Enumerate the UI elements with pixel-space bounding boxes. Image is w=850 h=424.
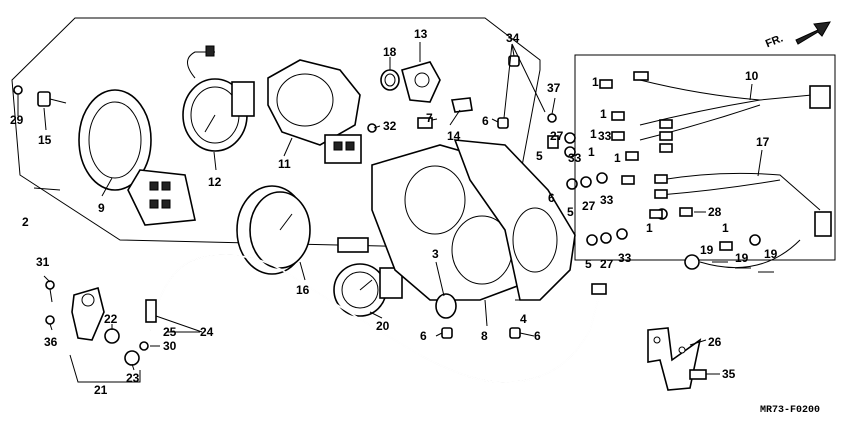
callout-19-a: 19 [700, 243, 714, 257]
bolt-31 [45, 280, 55, 303]
callout-30: 30 [163, 339, 177, 353]
callout-6-lower-left: 6 [420, 329, 427, 343]
callout-27-mid: 27 [582, 199, 596, 213]
callout-5-lower: 5 [585, 257, 592, 271]
meter-lower-case-4 [453, 139, 576, 301]
tachometer-16 [236, 185, 369, 275]
callout-35: 35 [722, 367, 736, 381]
meter-case-11 [267, 59, 362, 164]
callout-19-b: 19 [735, 251, 749, 265]
bulb-set-lower [586, 228, 628, 246]
callout-7: 7 [426, 111, 433, 125]
callout-12: 12 [208, 175, 222, 189]
callout-8: 8 [481, 329, 488, 343]
fuel-gauge-20 [333, 263, 403, 317]
callout-4: 4 [520, 312, 527, 326]
callout-10: 10 [745, 69, 759, 83]
bracket-26 [647, 327, 702, 391]
callout-25: 25 [163, 325, 177, 339]
callout-9: 9 [98, 201, 105, 215]
trip-knob-15 [37, 91, 67, 107]
meter-cover-9 [78, 89, 196, 226]
leader-lines [17, 42, 763, 375]
callout-2: 2 [22, 215, 29, 229]
callout-5-upper: 5 [536, 149, 543, 163]
speedometer-12 [182, 45, 255, 152]
callout-1-c: 1 [590, 127, 597, 141]
drawing-code: MR73-F0200 [760, 405, 820, 416]
wire-harness-10 [633, 71, 831, 153]
callout-23: 23 [126, 371, 140, 385]
bracket-14 [451, 97, 473, 113]
callout-1-b: 1 [600, 107, 607, 121]
screw-36 [45, 315, 55, 325]
assembly-boundary [11, 17, 541, 249]
callout-21: 21 [94, 383, 108, 397]
callout-5-mid: 5 [567, 205, 574, 219]
callout-33-mid: 33 [600, 193, 614, 207]
screw-37 [547, 113, 557, 123]
screw-35 [689, 369, 707, 380]
harness-boundary [574, 54, 836, 261]
bracket-line-21 [69, 354, 141, 383]
callout-14: 14 [447, 129, 461, 143]
speedo-gear-21 [71, 286, 140, 366]
grommet-18 [380, 69, 400, 91]
speedo-cable-24 [145, 254, 607, 383]
callout-27-upper: 27 [550, 129, 564, 143]
callout-22: 22 [104, 312, 118, 326]
callout-20: 20 [376, 319, 390, 333]
bulbs-1 [599, 79, 733, 251]
screw-28 [679, 207, 693, 217]
callout-31: 31 [36, 255, 50, 269]
arrow-icon [795, 21, 831, 45]
callout-11: 11 [278, 157, 291, 171]
screw-6-upper [497, 117, 509, 129]
callout-6-mid: 6 [548, 191, 555, 205]
callout-37: 37 [547, 81, 561, 95]
callout-15: 15 [38, 133, 52, 147]
callout-1-g: 1 [722, 221, 729, 235]
callout-34: 34 [506, 31, 520, 45]
callout-36: 36 [44, 335, 58, 349]
callout-33-lower: 33 [618, 251, 632, 265]
screw-6-lower-right [509, 327, 521, 339]
callout-27-lower: 27 [600, 257, 614, 271]
callout-24: 24 [200, 325, 214, 339]
grommet-3 [435, 293, 457, 319]
callout-6-upper: 6 [482, 114, 489, 128]
callout-28: 28 [708, 205, 722, 219]
callout-17: 17 [756, 135, 770, 149]
screw-19-set [712, 261, 774, 273]
callout-6-lower-right: 6 [534, 329, 541, 343]
clip-7 [417, 117, 433, 129]
callout-1-e: 1 [614, 151, 621, 165]
bulb-set-middle [566, 172, 608, 190]
callout-26: 26 [708, 335, 722, 349]
callout-18: 18 [383, 45, 397, 59]
callout-1-a: 1 [592, 75, 599, 89]
callout-1-d: 1 [588, 145, 595, 159]
callout-29: 29 [10, 113, 24, 127]
socket-13 [401, 61, 441, 103]
callout-32: 32 [383, 119, 397, 133]
screw-32 [367, 123, 377, 133]
front-direction-marker: FR. [764, 21, 831, 50]
clip-30 [139, 341, 149, 351]
callout-19-c: 19 [764, 247, 778, 261]
callout-33-upper: 33 [568, 151, 582, 165]
callout-33-extra: 33 [598, 129, 612, 143]
screw-6-lower-left [441, 327, 453, 339]
callout-numbers: 29 15 2 9 12 11 13 18 34 37 32 7 14 6 5 … [10, 27, 778, 397]
callout-1-f: 1 [646, 221, 653, 235]
front-direction-text: FR. [764, 32, 785, 50]
callout-13: 13 [414, 27, 428, 41]
callout-3: 3 [432, 247, 439, 261]
screw-29 [13, 85, 23, 108]
callout-16: 16 [296, 283, 310, 297]
